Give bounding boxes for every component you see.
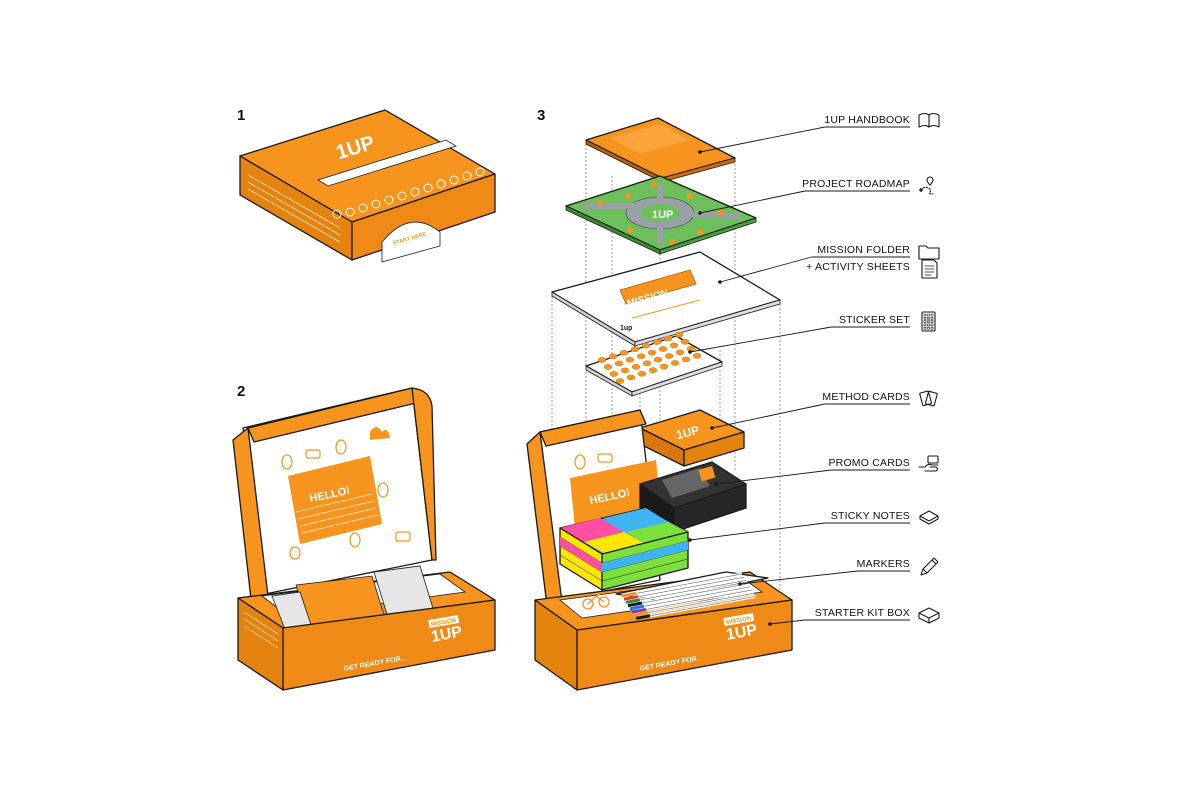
- leader-dot: [698, 150, 702, 154]
- side-icon-row: [332, 167, 485, 219]
- leader-dot: [718, 280, 722, 284]
- callout-list: 1UP HANDBOOK PROJECT ROADMAP MISSION FOLDE…: [688, 112, 940, 626]
- leader-dot: [710, 426, 714, 430]
- sticker-set-layer: [585, 331, 723, 397]
- method-cards-layer: 1UP: [639, 409, 745, 467]
- callout-label-promo-cards: PROMO CARDS: [828, 457, 910, 469]
- leader-line: [699, 190, 806, 214]
- callout-label-starter-kit-box: STARTER KIT BOX: [815, 607, 910, 619]
- hand-card-icon: [918, 455, 939, 472]
- closed-box: 1UP START HERE: [239, 109, 496, 263]
- markers-layer: [615, 571, 769, 620]
- callout-label-method-cards: METHOD CARDS: [822, 391, 910, 403]
- leader-line: [699, 126, 825, 153]
- callout-label-activity-sheets: + ACTIVITY SHEETS: [806, 261, 910, 273]
- handbook-layer: [585, 117, 736, 183]
- callout-label-up-handbook: 1UP HANDBOOK: [824, 114, 910, 126]
- leader-dot: [688, 350, 692, 354]
- roadmap-logo: 1UP: [652, 209, 673, 221]
- sticker-grid-icon: [921, 311, 936, 332]
- mission-folder-layer: MISSION 1up: [551, 251, 781, 347]
- lid-decor-icons: [281, 439, 411, 560]
- svg-text:MISSION: MISSION: [726, 616, 752, 626]
- leader-dot: [738, 582, 742, 586]
- method-cards-logo: 1UP: [675, 423, 701, 442]
- step-number-2: 2: [237, 383, 245, 400]
- open-box: HELLO! GET READY FOR... MISSION 1UP: [232, 387, 496, 691]
- sticky-notes-layer: [559, 507, 689, 591]
- sticky-note-icon: [919, 510, 939, 525]
- callout-label-project-roadmap: PROJECT ROADMAP: [802, 178, 910, 190]
- exploded-view: 1UP MISSION 1up 1UP: [526, 117, 793, 691]
- leader-line: [739, 570, 858, 585]
- front-badge-2: MISSION 1UP: [723, 612, 759, 644]
- callout-label-mission-folder: MISSION FOLDER: [817, 244, 910, 256]
- leader-line: [689, 522, 825, 541]
- callout-label-sticky-notes: STICKY NOTES: [831, 510, 910, 522]
- roadmap-layer: 1UP: [565, 175, 757, 255]
- step-number-3: 3: [537, 107, 545, 124]
- route-pin-icon: [919, 176, 934, 195]
- svg-text:MISSION: MISSION: [431, 618, 457, 628]
- leader-dot: [768, 622, 772, 626]
- folder-icon: [918, 245, 940, 260]
- front-badge: MISSION 1UP: [428, 614, 464, 646]
- folder-logo: 1up: [620, 325, 632, 332]
- leader-line: [715, 469, 832, 485]
- leader-line: [689, 326, 832, 353]
- document-icon: [921, 259, 938, 279]
- leader-line: [769, 619, 806, 625]
- svg-text:1UP: 1UP: [430, 624, 464, 646]
- svg-text:1UP: 1UP: [725, 622, 759, 644]
- leader-dot: [688, 538, 692, 542]
- leader-dot: [714, 482, 718, 486]
- bike-icon: [582, 593, 610, 610]
- callout-label-markers: MARKERS: [857, 558, 910, 570]
- callout-label-sticker-set: STICKER SET: [839, 314, 910, 326]
- book-icon: [918, 112, 940, 128]
- leader-line: [711, 403, 825, 429]
- leader-line: [719, 256, 812, 283]
- step-number-1: 1: [237, 107, 245, 124]
- box-icon: [918, 607, 940, 624]
- cards-icon: [919, 390, 938, 407]
- pen-icon: [920, 557, 939, 576]
- leader-dot: [698, 211, 702, 215]
